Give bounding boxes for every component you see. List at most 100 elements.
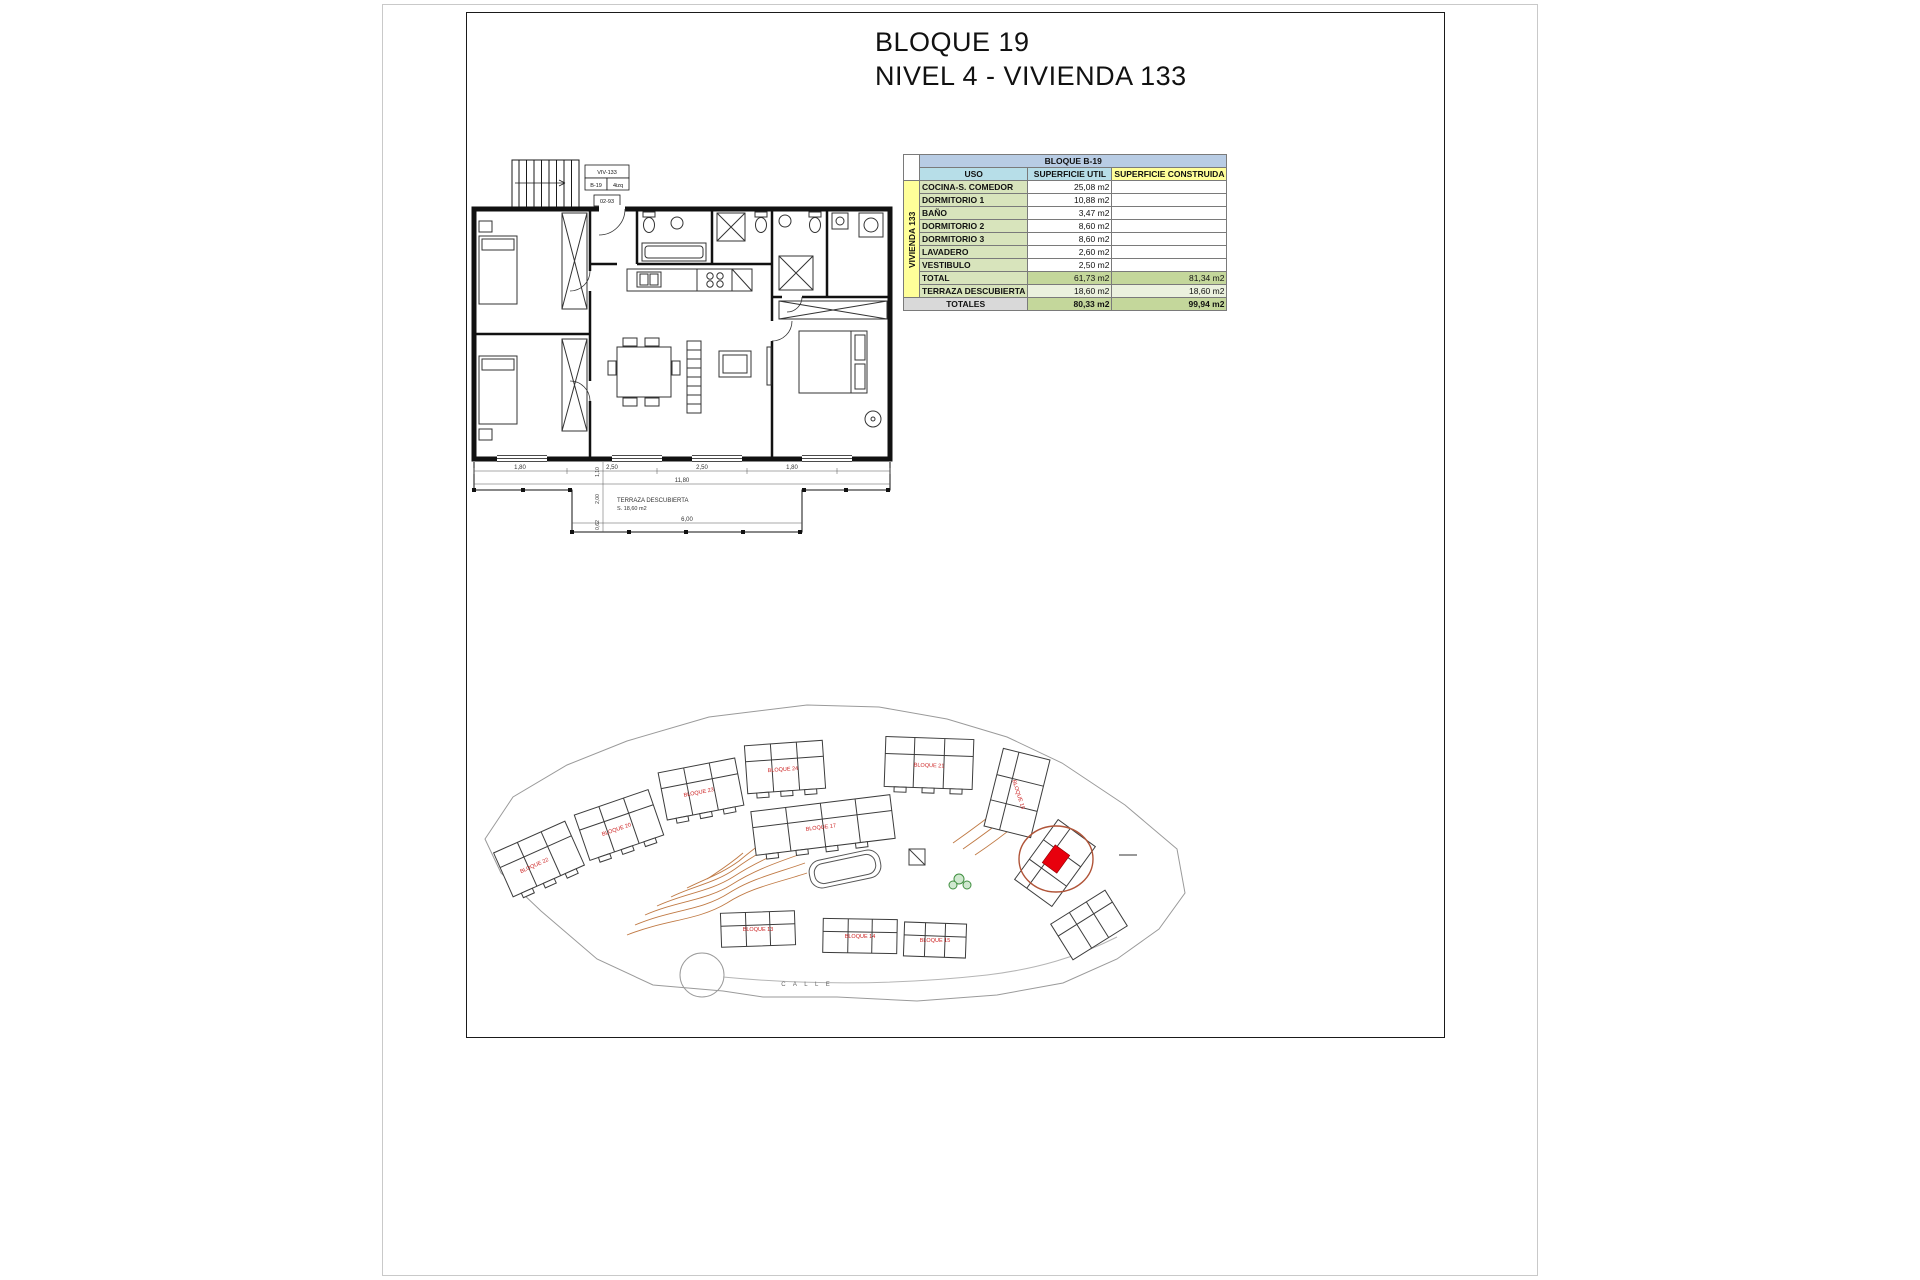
- bed: [478, 355, 518, 425]
- table-row: VESTIBULO 2,50 m2: [904, 258, 1228, 272]
- row-label: COCINA-S. COMEDOR: [918, 180, 1029, 194]
- row-util: 10,88 m2: [1027, 193, 1113, 207]
- bathtub: [641, 242, 707, 262]
- chair: [622, 337, 638, 347]
- block-22: [492, 820, 586, 899]
- drawing-frame: BLOQUE 19 NIVEL 4 - VIVIENDA 133: [466, 12, 1445, 1038]
- entry-door-gap: [599, 205, 625, 213]
- table-title: BLOQUE B-19: [918, 154, 1228, 168]
- sink-2: [778, 214, 792, 228]
- corner-cell: [903, 154, 920, 181]
- side-label: VIVIENDA 133: [903, 180, 920, 298]
- terraza-row: TERRAZA DESCUBIERTA 18,60 m2 18,60 m2: [904, 284, 1228, 298]
- pool: [808, 849, 882, 889]
- sink: [670, 216, 684, 230]
- highlight-circle: [1018, 825, 1094, 893]
- dining-table: [616, 346, 672, 398]
- toilet-3: [809, 217, 821, 233]
- kitchen-counter: [626, 268, 753, 292]
- terrace-name: TERRAZA DESCUBIERTA: [617, 498, 688, 504]
- block-19-upper: [983, 747, 1051, 839]
- totales-util: 80,33 m2: [1027, 297, 1113, 311]
- shower-2: [778, 255, 814, 291]
- area-summary: BLOQUE B-19 USO SUPERFICIE UTIL SUPERFIC…: [902, 154, 1228, 311]
- door-swings: [569, 208, 803, 402]
- row-construida: [1111, 232, 1228, 246]
- pillow: [481, 238, 515, 251]
- block-21: [883, 735, 975, 795]
- row-util: 25,08 m2: [1027, 180, 1113, 194]
- row-construida: [1111, 180, 1228, 194]
- dim-bottom-4: 1,80: [786, 465, 798, 471]
- unit-legend: [584, 164, 630, 207]
- row-construida: [1111, 206, 1228, 220]
- bed: [478, 235, 518, 305]
- chair: [671, 360, 681, 376]
- highlighted-unit: [1018, 825, 1137, 893]
- table-row: DORMITORIO 2 8,60 m2: [904, 219, 1228, 233]
- windows: [497, 205, 852, 463]
- row-label: DORMITORIO 3: [918, 232, 1029, 246]
- chair: [622, 397, 638, 407]
- block-label: BLOQUE 13: [743, 927, 774, 933]
- dim-bottom-total: 11,80: [675, 478, 690, 484]
- plan-sheet: BLOQUE 19 NIVEL 4 - VIVIENDA 133: [382, 4, 1538, 1276]
- unit-133-marker: [1041, 844, 1071, 874]
- row-label: DORMITORIO 1: [918, 193, 1029, 207]
- door-arc-bedroom1: [569, 270, 591, 292]
- row-util: 2,50 m2: [1027, 258, 1113, 272]
- table-row: DORMITORIO 1 10,88 m2: [904, 193, 1228, 207]
- block-13: [719, 910, 797, 948]
- street-label: C A L L E: [781, 982, 833, 988]
- dim-left-1: 1,10: [595, 467, 601, 477]
- site-plan: BLOQUE 22 BLOQUE 20 BLOQUE 23 BLOQUE 24 …: [484, 704, 1186, 1002]
- chair: [607, 360, 617, 376]
- header-construida: SUPERFICIE CONSTRUIDA: [1111, 167, 1228, 181]
- block-label: BLOQUE 23: [683, 787, 714, 799]
- nightstand: [478, 428, 493, 441]
- wardrobe: [778, 300, 888, 320]
- block-23: [657, 757, 745, 824]
- row-label: DORMITORIO 2: [918, 219, 1029, 233]
- cul-de-sac: [679, 952, 725, 998]
- master-bedroom-furniture: [778, 300, 888, 428]
- bedroom1-furniture: [478, 212, 588, 310]
- title-line-2: NIVEL 4 - VIVIENDA 133: [875, 61, 1187, 91]
- terraza-util: 18,60 m2: [1027, 284, 1113, 298]
- totales-label: TOTALES: [902, 297, 1029, 311]
- header-uso: USO: [918, 167, 1029, 181]
- dim-left-3: 0,62: [595, 520, 601, 530]
- dim-bottom-1: 1,80: [514, 465, 526, 471]
- apartment-floorplan: VIV-133 B-19 4izq 02-93: [471, 159, 893, 534]
- legend-position: 4izq: [613, 183, 623, 189]
- totales-row: TOTALES 80,33 m2 99,94 m2: [902, 297, 1228, 311]
- door-arc-entry: [598, 208, 626, 236]
- block-label: BLOQUE 24: [767, 766, 798, 774]
- nightstand: [478, 220, 493, 233]
- round-table: [864, 410, 882, 428]
- building-blocks: [492, 735, 1128, 961]
- double-bed: [798, 330, 868, 394]
- row-construida: [1111, 193, 1228, 207]
- chair: [644, 337, 660, 347]
- table-row: VIVIENDA 133 COCINA-S. COMEDOR 25,08 m2: [903, 180, 1228, 298]
- hob: [706, 272, 724, 288]
- totales-construida: 99,94 m2: [1111, 297, 1228, 311]
- block-label: BLOQUE 17: [805, 823, 836, 833]
- dim-bottom-3: 2,50: [696, 465, 708, 471]
- toilet-2: [755, 217, 767, 233]
- legend-sheet-code: 02-93: [600, 199, 614, 205]
- row-util: 2,60 m2: [1027, 245, 1113, 259]
- dimension-text: 1,80 2,50 2,50 1,80 11,80 6,00 1,10 2,00…: [514, 465, 798, 530]
- bedroom2-furniture: [478, 338, 588, 441]
- area-summary-table: BLOQUE B-19 USO SUPERFICIE UTIL SUPERFIC…: [902, 154, 1228, 311]
- door-arc-bath: [786, 296, 803, 313]
- wardrobe: [561, 338, 588, 432]
- row-construida: [1111, 245, 1228, 259]
- total-util: 61,73 m2: [1027, 271, 1113, 285]
- title-line-1: BLOQUE 19: [875, 27, 1030, 57]
- block-15: [902, 921, 968, 959]
- terrace-area: S. 18,60 m2: [617, 506, 647, 512]
- chair: [644, 397, 660, 407]
- table-row: LAVADERO 2,60 m2: [904, 245, 1228, 259]
